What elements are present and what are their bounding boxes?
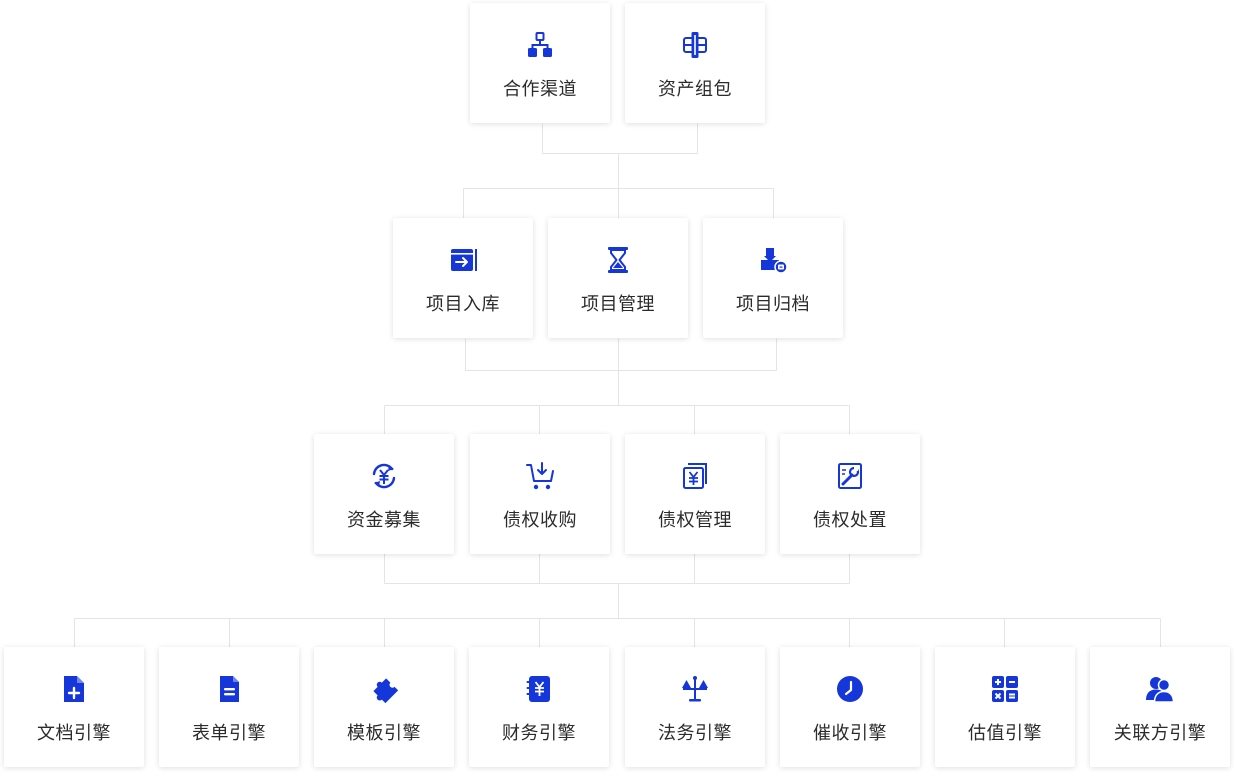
node-related-party-engine[interactable]: 关联方引擎	[1090, 647, 1230, 767]
org-chart-icon	[524, 29, 556, 61]
node-debt-disposal[interactable]: 债权处置	[780, 434, 920, 554]
node-form-engine[interactable]: 表单引擎	[159, 647, 299, 767]
node-finance-engine[interactable]: 财务引擎	[469, 647, 609, 767]
node-project-archive[interactable]: 项目归档	[703, 218, 843, 338]
node-label: 项目入库	[426, 294, 500, 314]
node-valuation-engine[interactable]: 估值引擎	[935, 647, 1075, 767]
clock-icon	[834, 673, 866, 705]
package-icon	[679, 29, 711, 61]
node-label: 表单引擎	[192, 723, 266, 743]
node-label: 项目归档	[736, 294, 810, 314]
node-label: 催收引擎	[813, 723, 887, 743]
document-add-icon	[58, 673, 90, 705]
node-label: 债权处置	[813, 510, 887, 530]
node-label: 估值引擎	[968, 723, 1042, 743]
scales-icon	[679, 673, 711, 705]
node-label: 模板引擎	[347, 723, 421, 743]
node-label: 法务引擎	[658, 723, 732, 743]
yen-document-icon	[679, 460, 711, 492]
node-asset-packaging[interactable]: 资产组包	[625, 3, 765, 123]
node-collection-engine[interactable]: 催收引擎	[780, 647, 920, 767]
archive-download-icon	[757, 244, 789, 276]
cart-download-icon	[524, 460, 556, 492]
node-label: 合作渠道	[503, 79, 577, 99]
node-label: 项目管理	[581, 294, 655, 314]
node-label: 债权管理	[658, 510, 732, 530]
node-fund-raising[interactable]: 资金募集	[314, 434, 454, 554]
node-legal-engine[interactable]: 法务引擎	[625, 647, 765, 767]
node-project-intake[interactable]: 项目入库	[393, 218, 533, 338]
node-debt-acquisition[interactable]: 债权收购	[470, 434, 610, 554]
currency-refresh-icon	[368, 460, 400, 492]
node-cooperation-channel[interactable]: 合作渠道	[470, 3, 610, 123]
node-label: 文档引擎	[37, 723, 111, 743]
puzzle-icon	[368, 673, 400, 705]
inbox-import-icon	[447, 244, 479, 276]
hourglass-icon	[602, 244, 634, 276]
node-label: 资金募集	[347, 510, 421, 530]
node-debt-management[interactable]: 债权管理	[625, 434, 765, 554]
node-template-engine[interactable]: 模板引擎	[314, 647, 454, 767]
node-label: 债权收购	[503, 510, 577, 530]
yen-notebook-icon	[523, 673, 555, 705]
node-label: 资产组包	[658, 79, 732, 99]
users-icon	[1144, 673, 1176, 705]
node-label: 财务引擎	[502, 723, 576, 743]
node-label: 关联方引擎	[1113, 723, 1207, 743]
wrench-document-icon	[834, 460, 866, 492]
calculator-icon	[989, 673, 1021, 705]
form-icon	[213, 673, 245, 705]
node-document-engine[interactable]: 文档引擎	[4, 647, 144, 767]
node-project-management[interactable]: 项目管理	[548, 218, 688, 338]
